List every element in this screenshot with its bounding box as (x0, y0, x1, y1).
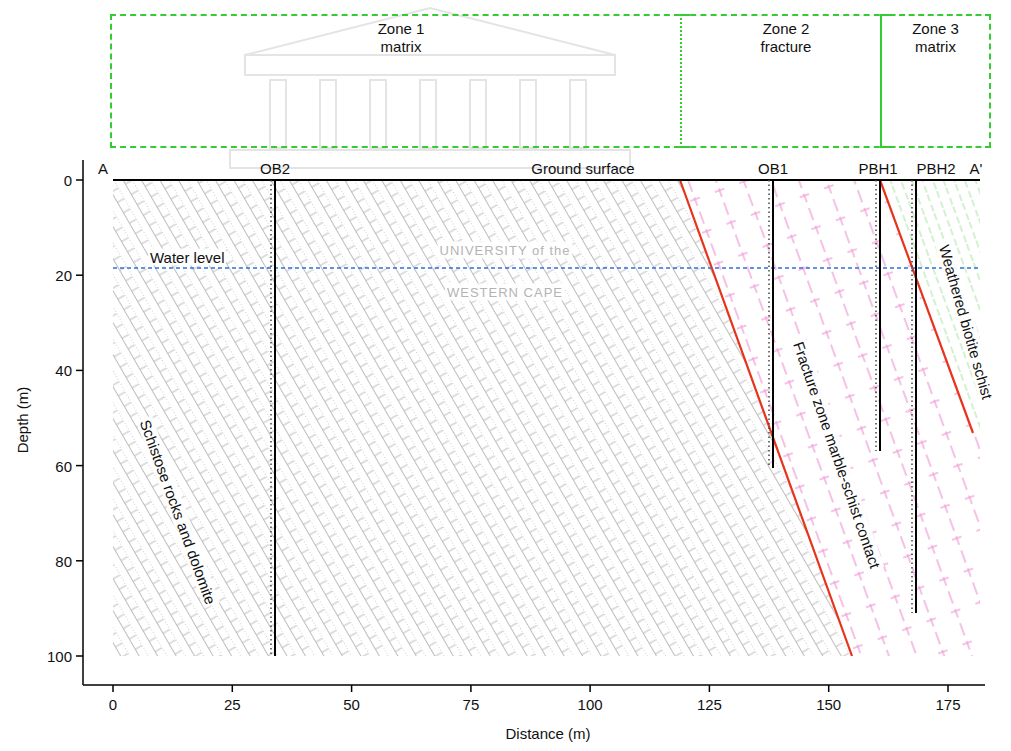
axis-tick-label: 0 (109, 696, 117, 713)
axis-tick-label: 80 (55, 552, 72, 569)
art-stroke (351, 685, 353, 692)
well-casing (879, 180, 881, 451)
axis-tick-label: 60 (55, 457, 72, 474)
well-screen (875, 180, 877, 451)
zone-box: Zone 2fracture (680, 14, 890, 148)
well-casing (915, 180, 917, 613)
axis-tick-label: 0 (64, 172, 72, 189)
well-screen (768, 180, 770, 468)
axis-tick-label: 20 (55, 267, 72, 284)
watermark-logo (230, 8, 630, 168)
art-stroke (232, 685, 234, 692)
well-screen (911, 180, 913, 613)
section-end: A (98, 160, 108, 177)
well-screen (270, 180, 272, 656)
art-stroke (589, 685, 591, 692)
art-stroke (270, 80, 286, 148)
logo-columns (270, 80, 586, 148)
well-name: PBH1 (858, 160, 897, 177)
zone-type: fracture (682, 38, 890, 56)
art-stroke (76, 655, 83, 657)
logo-frieze (245, 55, 615, 75)
axis-title: Distance (m) (505, 725, 590, 742)
art-stroke (76, 179, 83, 181)
y-ticks (76, 180, 83, 656)
axis-tick-label: 75 (463, 696, 480, 713)
zone-title: Zone 2 (682, 20, 890, 38)
art-stroke (570, 80, 586, 148)
zone-box: Zone 3matrix (880, 14, 991, 148)
surface-label: Ground surface (531, 160, 634, 177)
art-stroke (76, 370, 83, 372)
x-axis (83, 684, 985, 686)
art-stroke (370, 80, 386, 148)
ground-surface-line (113, 179, 980, 181)
axis-tick-label: 40 (55, 362, 72, 379)
art-stroke (420, 80, 436, 148)
axes (76, 160, 985, 692)
well-name: OB1 (758, 160, 788, 177)
water-level-label: Water level (148, 249, 226, 266)
zone-type: matrix (112, 38, 690, 56)
axis-tick-label: 25 (224, 696, 241, 713)
axis-title: Depth (m) (14, 387, 31, 454)
axis-tick-label: 100 (578, 696, 603, 713)
art-stroke (76, 560, 83, 562)
water-level-line (113, 267, 980, 269)
art-stroke (520, 80, 536, 148)
well-casing (772, 180, 774, 468)
well-casing (274, 180, 276, 656)
zone-type: matrix (882, 38, 989, 56)
zone-title: Zone 3 (882, 20, 989, 38)
art-stroke (828, 685, 830, 692)
zone-title: Zone 1 (112, 20, 690, 38)
axis-tick-label: 100 (47, 648, 72, 665)
art-stroke (470, 80, 486, 148)
section-end: A' (970, 160, 983, 177)
axis-tick-label: 150 (816, 696, 841, 713)
art-stroke (470, 685, 472, 692)
art-stroke (320, 80, 336, 148)
marble-unit (680, 180, 980, 656)
art-stroke (709, 685, 711, 692)
well-name: OB2 (260, 160, 290, 177)
art-stroke (76, 465, 83, 467)
watermark: WESTERN CAPE (445, 284, 565, 301)
watermark: UNIVERSITY of the (438, 242, 573, 259)
wells (271, 180, 916, 656)
art-stroke (76, 274, 83, 276)
zone-box: Zone 1matrix (110, 14, 690, 148)
well-name: PBH2 (916, 160, 955, 177)
x-ticks (113, 685, 948, 692)
y-axis (82, 160, 84, 685)
art-stroke (947, 685, 949, 692)
axis-tick-label: 175 (935, 696, 960, 713)
axis-tick-label: 50 (343, 696, 360, 713)
axis-tick-label: 125 (697, 696, 722, 713)
art-stroke (112, 685, 114, 692)
